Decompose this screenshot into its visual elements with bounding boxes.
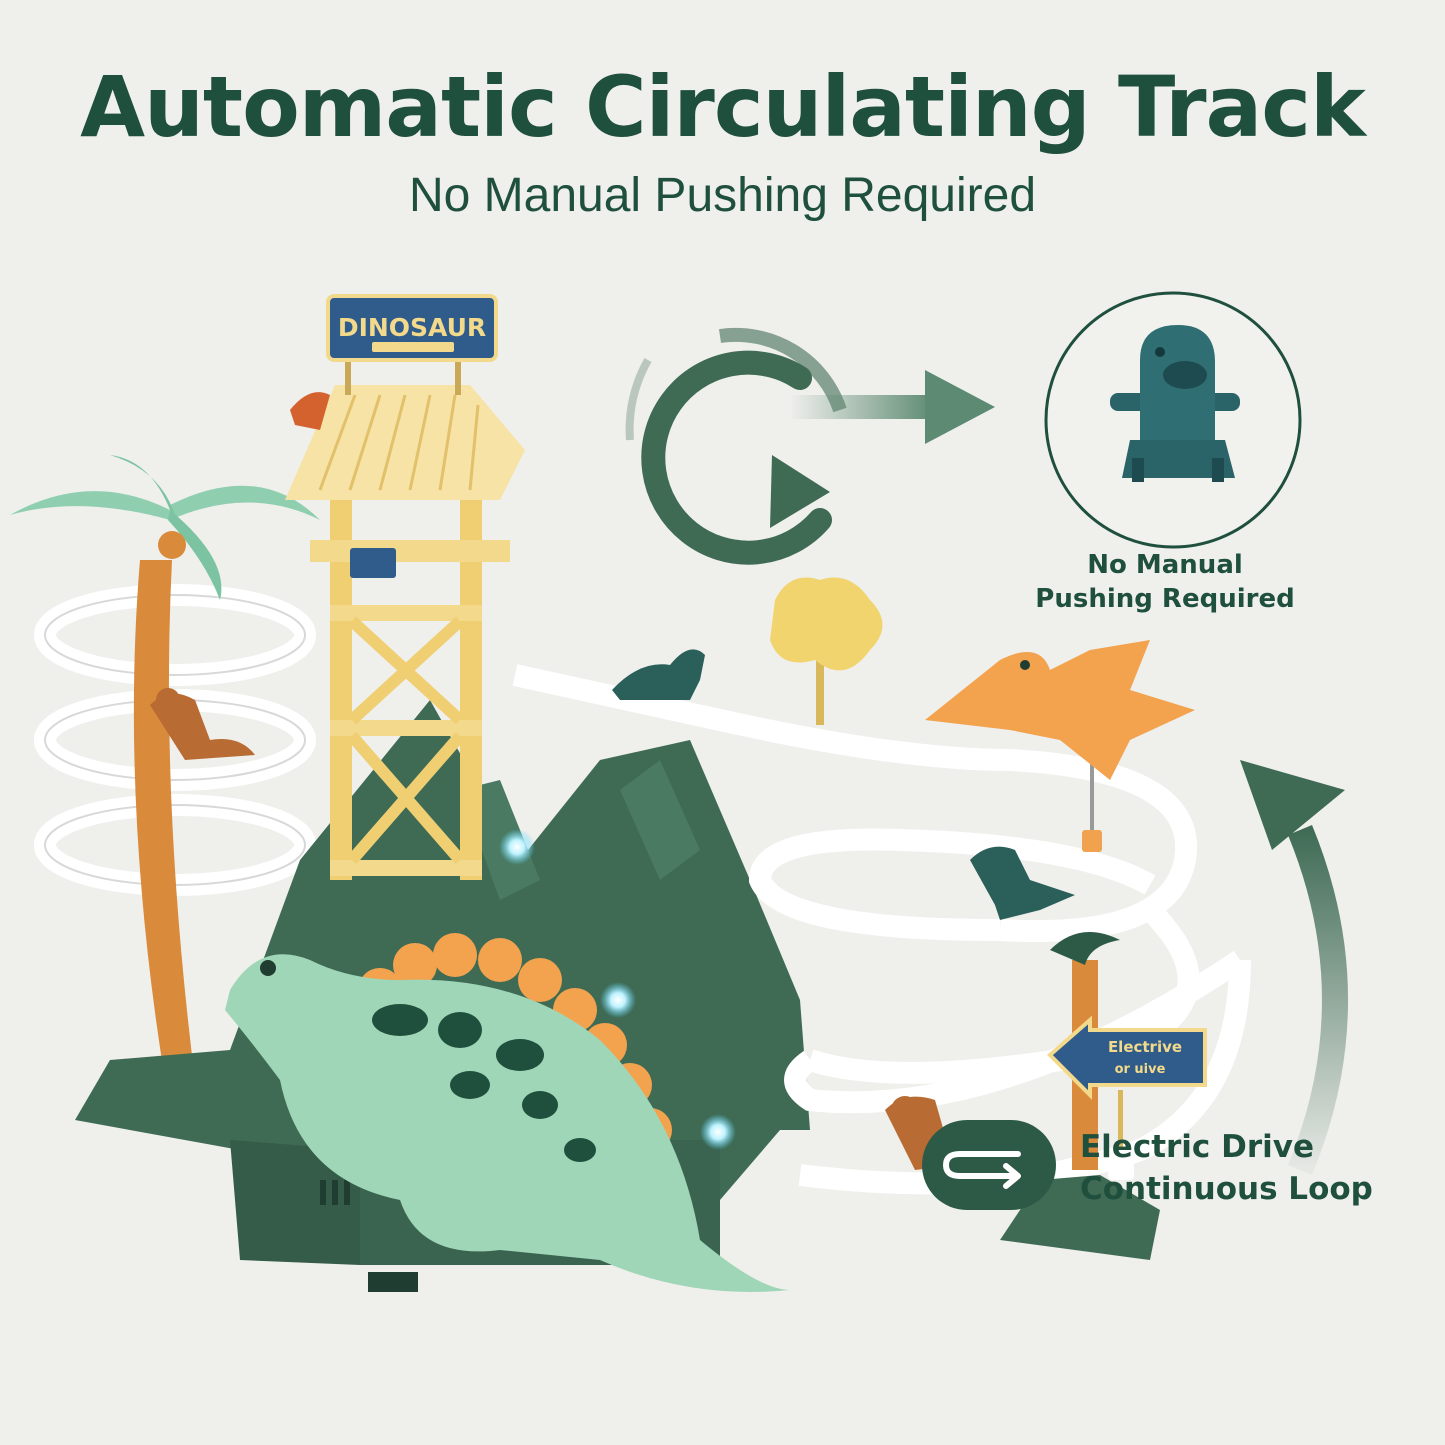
lookout-tower: DINOSAUR — [285, 294, 525, 880]
feature-label: No Manual Pushing Required — [1000, 548, 1330, 616]
circular-arrow-icon — [625, 327, 847, 565]
loop-arrow-icon — [942, 1151, 1021, 1189]
badge-caption-line-2: Continuous Loop — [1080, 1171, 1373, 1207]
badge-caption: Electric Drive Continuous Loop — [1080, 1126, 1373, 1210]
curved-up-arrow-icon — [1240, 760, 1348, 1175]
badge-caption-line-1: Electric Drive — [1080, 1129, 1314, 1165]
yellow-tree — [770, 577, 883, 725]
palm-tree-left — [10, 455, 320, 1080]
brown-dinosaur-figure-left — [150, 688, 255, 760]
green-dinosaur-figure-right — [970, 846, 1075, 920]
page-title: Automatic Circulating Track — [80, 58, 1366, 156]
page-subtitle: No Manual Pushing Required — [408, 169, 1037, 222]
stegosaurus-figure — [225, 933, 790, 1292]
right-arrow-icon — [790, 370, 995, 444]
dinosaur-car-inset — [1044, 291, 1302, 549]
feature-label-line-2: Pushing Required — [1035, 584, 1295, 614]
led-lights — [499, 829, 736, 1150]
feature-label-line-1: No Manual — [1087, 550, 1243, 580]
rock-base-right — [1000, 932, 1160, 1260]
arrow-sign-text-2: or uive — [1115, 1062, 1166, 1077]
loop-badge — [922, 1120, 1056, 1210]
green-dinosaur-figure-top — [612, 649, 705, 700]
direction-arrow-sign: Electrive or uive — [1047, 1015, 1207, 1180]
arrow-sign-text-1: Electrive — [1108, 1038, 1182, 1056]
tower-sign-text: DINOSAUR — [338, 313, 486, 342]
pterodactyl-figure — [925, 640, 1195, 852]
